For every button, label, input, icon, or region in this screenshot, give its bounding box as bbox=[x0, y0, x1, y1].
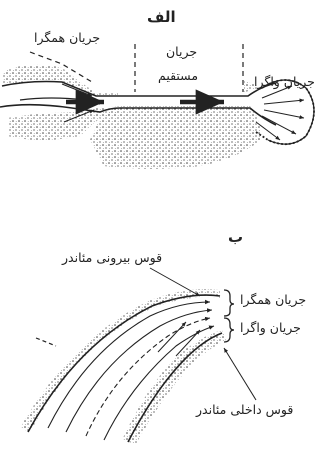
label-convergent-flow-a: جریان همگرا bbox=[34, 30, 100, 45]
panel-b-title: ب bbox=[228, 228, 243, 246]
label-convergent-flow-b: جریان همگرا bbox=[240, 292, 306, 307]
divergent-arrow-2 bbox=[264, 100, 304, 104]
divergent-arrow-3 bbox=[264, 110, 304, 118]
panel-a-title: الف bbox=[147, 8, 176, 26]
upper-bank-stipple bbox=[2, 65, 118, 96]
outer-bend-leader bbox=[150, 268, 200, 296]
channel-outline-upper bbox=[2, 82, 276, 97]
label-divergent-flow-b: جریان واگرا bbox=[240, 320, 301, 335]
panel-b-diagram bbox=[20, 268, 256, 444]
bulb-outline bbox=[256, 80, 314, 144]
meander-short-arrow-1 bbox=[158, 322, 186, 352]
label-divergent-flow-a: جریان واگرا bbox=[254, 74, 315, 89]
label-inner-meander-bend: قوس داخلی مئاندر bbox=[196, 402, 293, 417]
label-straight-flow-line2: مستقیم bbox=[158, 68, 198, 83]
label-outer-meander-bend: قوس بیرونی مئاندر bbox=[62, 250, 162, 265]
convergent-brace bbox=[224, 290, 234, 316]
inner-bend-leader bbox=[224, 348, 256, 400]
label-straight-flow-line1: جریان bbox=[166, 44, 197, 59]
divergent-brace bbox=[224, 318, 234, 342]
section-dashed-line bbox=[36, 338, 56, 346]
panel-a-diagram bbox=[0, 44, 314, 169]
lower-right-bank-stipple bbox=[90, 106, 260, 169]
divergent-arrow-4 bbox=[262, 116, 296, 134]
